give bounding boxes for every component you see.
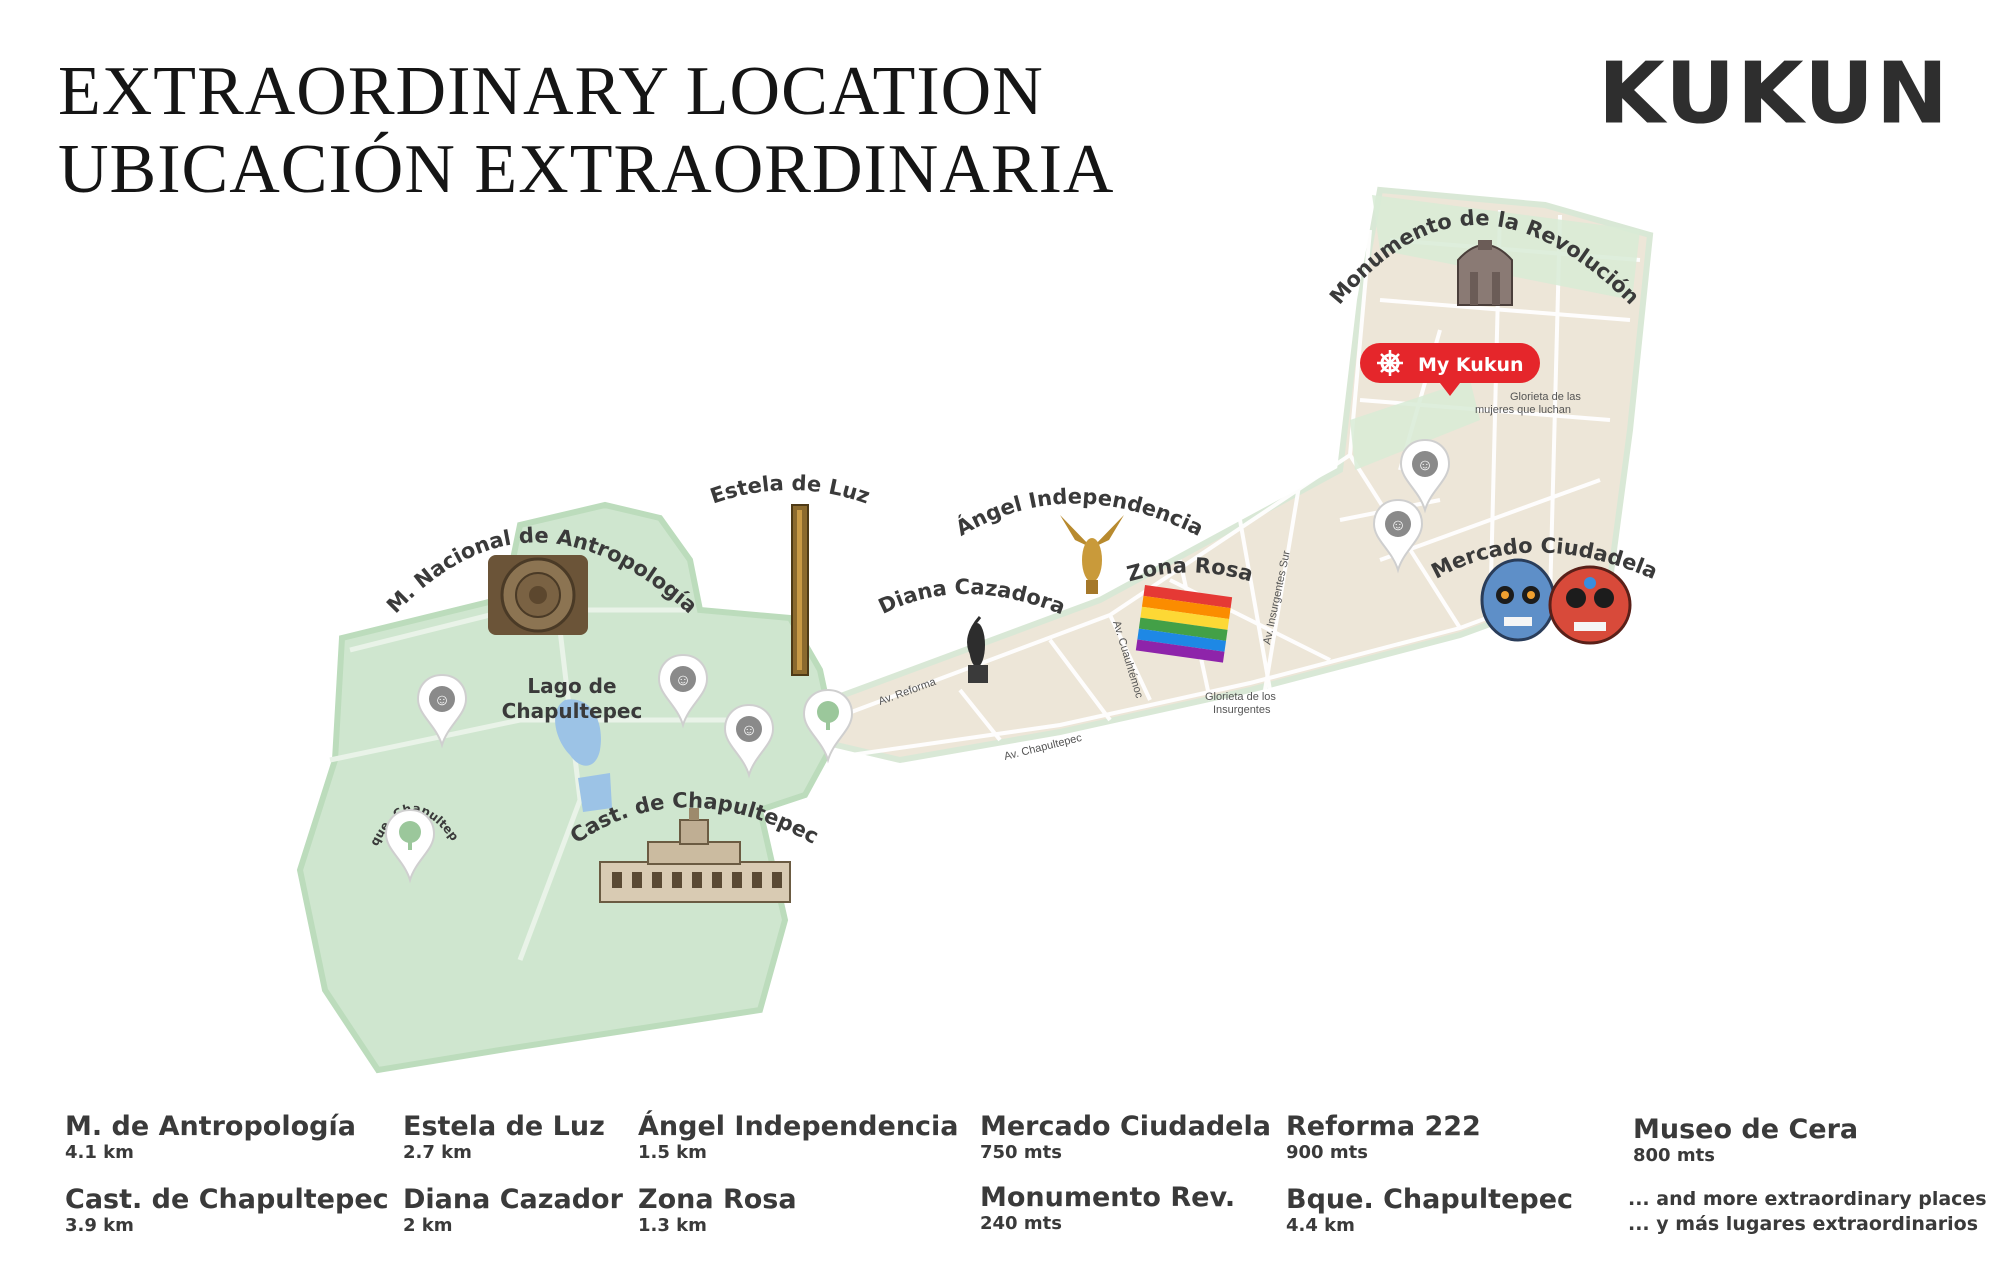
lake-water [555, 699, 601, 766]
theater-pin-icon[interactable]: ☺ [1400, 439, 1450, 511]
my-kukun-marker[interactable]: My Kukun [1360, 343, 1540, 396]
more-places-es: ... y más lugares extraordinarios [1628, 1213, 1978, 1235]
title-spanish: UBICACIÓN EXTRAORDINARIA [58, 131, 1115, 208]
angel-statue-icon [1060, 515, 1124, 594]
label-lago-2: Chapultepec [502, 699, 643, 723]
distance-monumento: Monumento Rev. 240 mts [980, 1182, 1236, 1235]
chapultepec-park [296, 501, 839, 1074]
my-kukun-label: My Kukun [1418, 354, 1524, 376]
castle-icon [599, 808, 791, 903]
label-angel: Ángel Independencia [951, 484, 1207, 540]
theater-pin-icon[interactable]: ☺ [417, 674, 467, 746]
distance-antropologia: M. de Antropología 4.1 km [65, 1111, 356, 1164]
street-glorieta-muj-1: Glorieta de las [1510, 391, 1581, 403]
theater-pin-icon[interactable]: ☺ [658, 654, 708, 726]
more-places-note: ... and more extraordinary places ... y … [1628, 1187, 1987, 1237]
tree-pin-icon[interactable] [385, 809, 435, 881]
distance-diana: Diana Cazador 2 km [403, 1184, 623, 1237]
distance-ciudadela: Mercado Ciudadela 750 mts [980, 1111, 1271, 1164]
distance-estela: Estela de Luz 2.7 km [403, 1111, 605, 1164]
distance-angel: Ángel Independencia 1.5 km [638, 1111, 959, 1164]
sun-stone-icon [488, 555, 588, 635]
svg-text:☺: ☺ [741, 722, 757, 739]
distance-castillo: Cast. de Chapultepec 3.9 km [65, 1184, 389, 1237]
archer-statue-icon [967, 616, 988, 683]
tree-pin-icon[interactable] [803, 689, 853, 761]
theater-pin-icon[interactable]: ☺ [1373, 499, 1423, 571]
monument-icon [1457, 240, 1513, 306]
sugar-skull-icon [1480, 558, 1632, 645]
distance-reforma-222: Reforma 222 900 mts [1286, 1111, 1481, 1164]
street-glorieta-ins-1: Glorieta de los [1205, 691, 1276, 703]
area-map: M. Nacional de Antropología Estela de Lu… [0, 0, 1661, 1074]
street-glorieta-muj-2: mujeres que luchan [1475, 404, 1571, 416]
urban-green-strips [1350, 195, 1640, 470]
svg-text:☺: ☺ [1390, 517, 1406, 534]
rainbow-flag-icon [1135, 585, 1233, 663]
street-glorieta-ins-2: Insurgentes [1213, 704, 1271, 716]
kukun-logo-icon [1377, 350, 1403, 376]
label-lago-1: Lago de [527, 674, 616, 698]
tower-icon [791, 504, 809, 676]
more-places-en: ... and more extraordinary places [1628, 1188, 1987, 1210]
distance-zona-rosa: Zona Rosa 1.3 km [638, 1184, 797, 1237]
distance-bosque: Bque. Chapultepec 4.4 km [1286, 1184, 1574, 1237]
theater-pin-icon[interactable]: ☺ [724, 704, 774, 776]
svg-text:☺: ☺ [1417, 457, 1433, 474]
brand-logo: KUKUN [1598, 45, 1950, 143]
title-english: EXTRAORDINARY LOCATION [58, 53, 1044, 130]
label-estela: Estela de Luz [707, 471, 873, 509]
distance-museo-cera: Museo de Cera 800 mts [1633, 1114, 1859, 1167]
lake-water-2 [578, 773, 612, 812]
svg-text:☺: ☺ [434, 692, 450, 709]
label-diana: Diana Cazadora [875, 575, 1069, 619]
svg-text:☺: ☺ [675, 672, 691, 689]
